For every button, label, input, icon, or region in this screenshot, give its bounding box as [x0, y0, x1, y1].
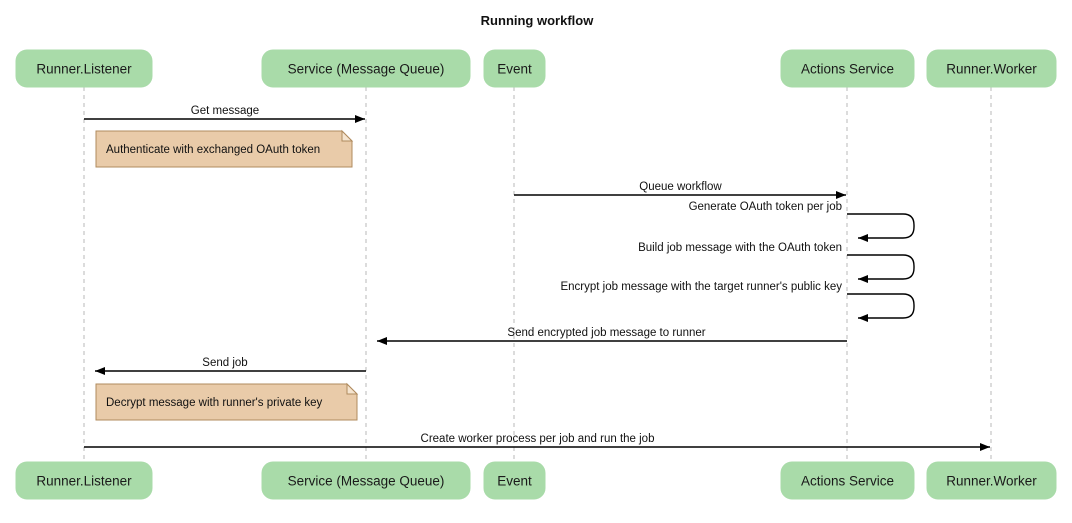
message-encrypt-job-message[interactable]: Encrypt job message with the target runn… [560, 281, 915, 322]
message-label-queue-workflow: Queue workflow [639, 181, 722, 193]
message-self-loop-generate-oauth-token [847, 213, 915, 242]
message-label-generate-oauth-token: Generate OAuth token per job [689, 201, 842, 213]
participant-box-service-mq-bottom[interactable] [261, 461, 471, 500]
message-label-send-encrypted-job: Send encrypted job message to runner [507, 327, 705, 339]
participant-box-event-top[interactable] [483, 49, 546, 88]
message-label-encrypt-job-message: Encrypt job message with the target runn… [560, 281, 842, 293]
participant-box-event-bottom[interactable] [483, 461, 546, 500]
page-title: Running workflow [481, 13, 595, 28]
participant-label-actions-service-bottom: Actions Service [801, 474, 894, 489]
note-decrypt-body [95, 383, 358, 421]
message-label-build-job-message: Build job message with the OAuth token [638, 242, 842, 254]
message-self-loop-encrypt-job-message [847, 293, 915, 322]
participant-box-service-mq-top[interactable] [261, 49, 471, 88]
message-label-create-worker: Create worker process per job and run th… [421, 433, 655, 445]
message-label-send-job: Send job [202, 357, 247, 369]
participant-label-event-top: Event [497, 62, 532, 77]
message-create-worker[interactable]: Create worker process per job and run th… [84, 433, 990, 451]
participant-header-group: Runner.Listener Service (Message Queue) Ev… [15, 49, 1057, 88]
message-build-job-message[interactable]: Build job message with the OAuth token [638, 242, 915, 283]
participant-label-runner-listener-top: Runner.Listener [36, 62, 132, 77]
participant-label-actions-service-top: Actions Service [801, 62, 894, 77]
note-authenticate-label: Authenticate with exchanged OAuth token [106, 144, 320, 156]
message-get-message[interactable]: Get message [84, 105, 365, 123]
participant-label-runner-worker-bottom: Runner.Worker [946, 474, 1037, 489]
message-send-encrypted-job[interactable]: Send encrypted job message to runner [377, 327, 847, 345]
note-authenticate-body [95, 130, 353, 168]
participant-box-runner-worker-bottom[interactable] [926, 461, 1057, 500]
participant-label-service-mq-bottom: Service (Message Queue) [288, 474, 445, 489]
participant-label-event-bottom: Event [497, 474, 532, 489]
participant-footer-group: Runner.Listener Service (Message Queue) Ev… [15, 461, 1057, 500]
message-generate-oauth-token[interactable]: Generate OAuth token per job [689, 201, 915, 242]
message-send-job[interactable]: Send job [95, 357, 366, 375]
participant-box-runner-worker-top[interactable] [926, 49, 1057, 88]
note-decrypt-fold-icon [346, 382, 359, 395]
participant-label-runner-worker-top: Runner.Worker [946, 62, 1037, 77]
notes-group: Authenticate with exchanged OAuth tokenD… [95, 129, 359, 421]
message-queue-workflow[interactable]: Queue workflow [514, 181, 846, 199]
note-authenticate[interactable]: Authenticate with exchanged OAuth token [95, 129, 354, 168]
participant-label-runner-listener-bottom: Runner.Listener [36, 474, 132, 489]
note-decrypt-label: Decrypt message with runner's private ke… [106, 397, 323, 409]
lifelines-group [83, 87, 992, 462]
participant-box-actions-service-bottom[interactable] [780, 461, 915, 500]
message-self-loop-build-job-message [847, 254, 915, 283]
participant-label-service-mq-top: Service (Message Queue) [288, 62, 445, 77]
message-label-get-message: Get message [191, 105, 259, 117]
note-authenticate-fold-icon [341, 129, 354, 142]
participant-box-runner-listener-top[interactable] [15, 49, 153, 88]
note-decrypt[interactable]: Decrypt message with runner's private ke… [95, 382, 359, 421]
participant-box-runner-listener-bottom[interactable] [15, 461, 153, 500]
participant-box-actions-service-top[interactable] [780, 49, 915, 88]
